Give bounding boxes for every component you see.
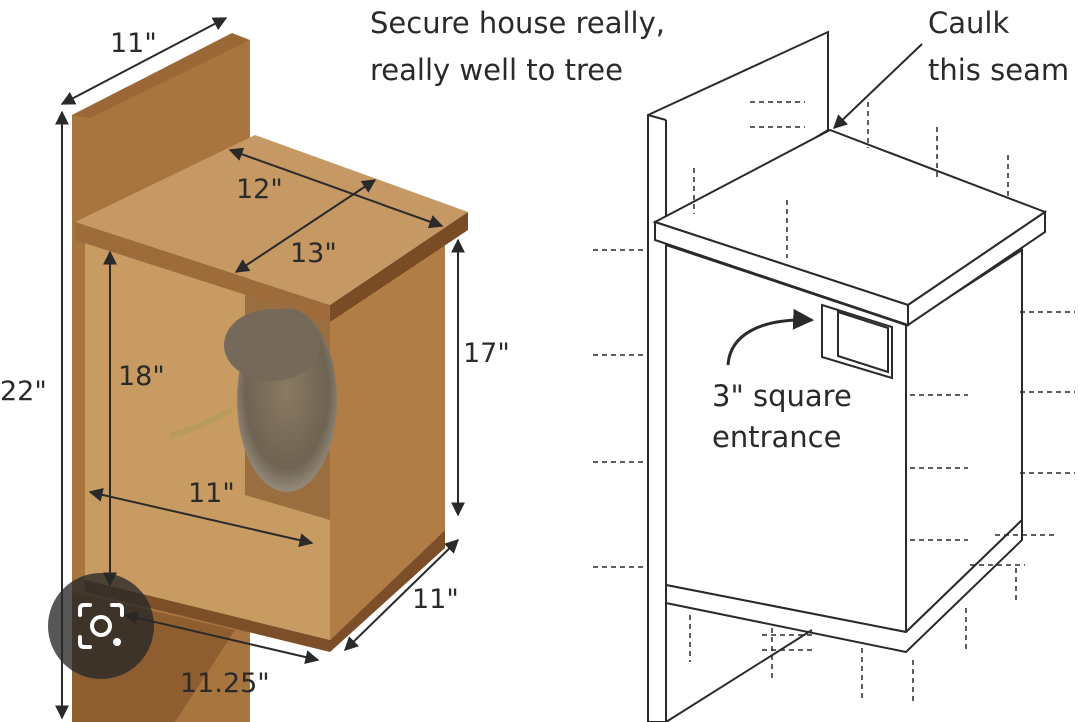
entrance-note-line2: entrance	[712, 420, 841, 454]
line-back-board-top	[647, 114, 667, 121]
caulk-note-line2: this seam	[928, 53, 1069, 87]
label-front-height: 17"	[463, 338, 510, 369]
right-birdhouse	[647, 30, 1048, 722]
dim-line-inner-width	[88, 487, 314, 548]
dim-line-floor-depth	[343, 539, 460, 651]
line-back-lower	[665, 629, 813, 722]
dim-line-floor-width	[123, 611, 320, 664]
label-roof-width: 12"	[236, 174, 283, 205]
lens-search-button[interactable]	[48, 573, 154, 679]
line-entrance-inner	[837, 310, 889, 374]
entrance-note-line1: 3" square	[712, 379, 852, 413]
entrance-arrow	[726, 308, 815, 366]
dim-line-roof-depth	[234, 179, 377, 273]
caulk-leader-line	[832, 43, 923, 129]
caulk-note-line1: Caulk	[928, 6, 1009, 40]
label-back-width: 11"	[110, 28, 157, 59]
line-roof-side	[907, 210, 1046, 327]
roof-front-edge	[75, 222, 330, 322]
label-inner-width: 11"	[188, 478, 235, 509]
label-back-height: 22"	[0, 376, 47, 407]
secure-note-line2: really well to tree	[370, 53, 623, 87]
label-roof-depth: 13"	[290, 238, 337, 269]
squirrel-image	[169, 308, 337, 492]
label-floor-width: 11.25"	[180, 668, 270, 699]
roof-side-edge	[330, 212, 468, 322]
line-floor	[665, 517, 1023, 654]
label-floor-depth: 11"	[412, 584, 459, 615]
nails	[593, 101, 1075, 705]
left-birdhouse: 11" 22" 12" 13" 17" 18" 11" 11" 11.25"	[0, 17, 510, 722]
dim-line-back-width	[60, 17, 228, 105]
secure-note-line1: Secure house really,	[370, 6, 665, 40]
camera-search-icon	[78, 603, 124, 649]
label-side-height: 18"	[118, 361, 165, 392]
